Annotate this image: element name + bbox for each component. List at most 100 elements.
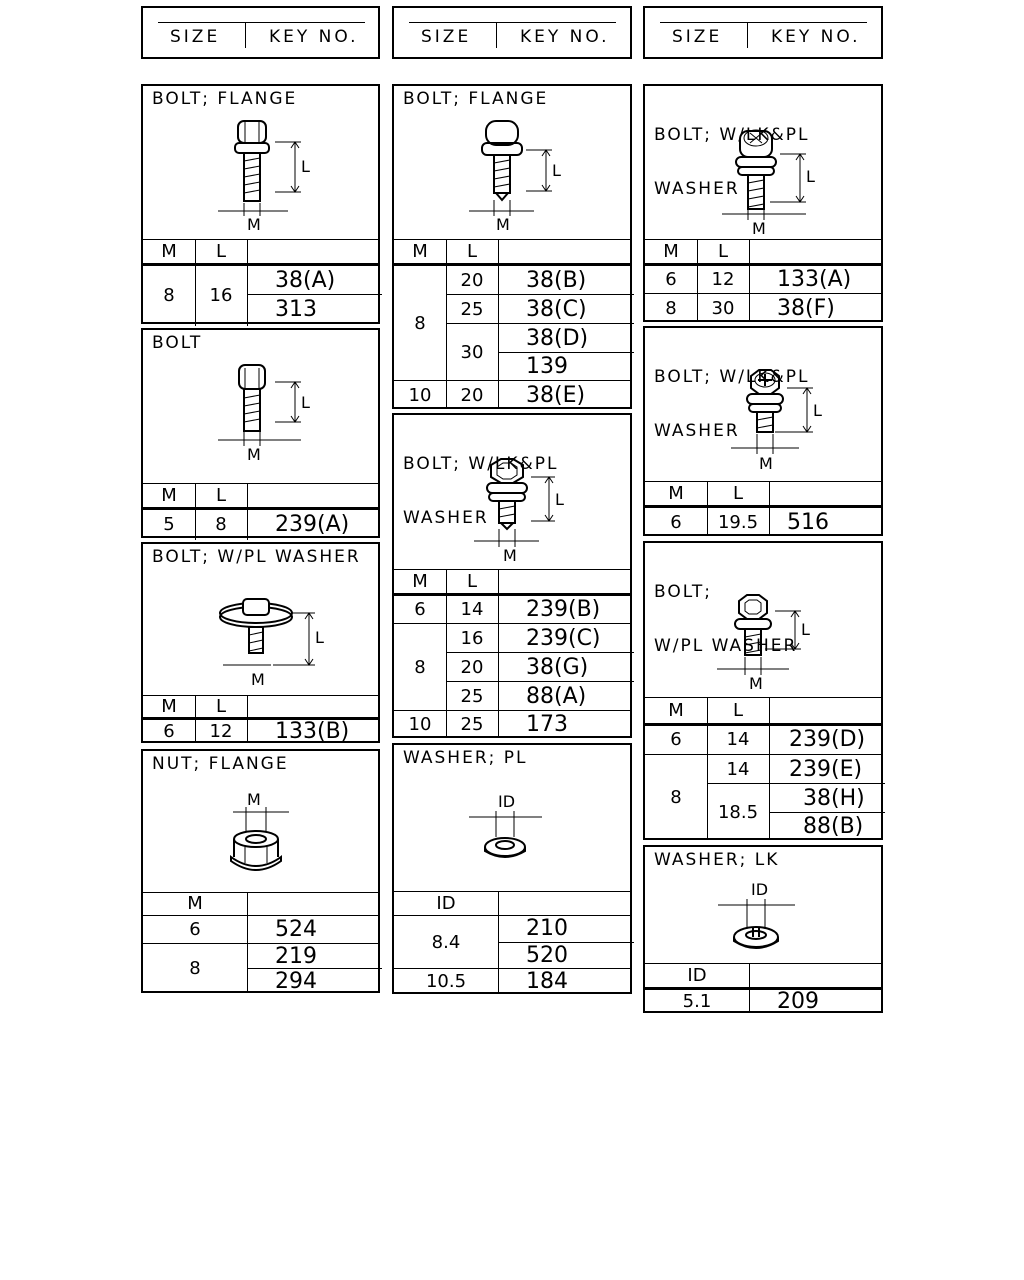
- col-header-id: ID: [436, 892, 456, 914]
- flange-nut-drawing: M: [230, 790, 289, 871]
- table-divider: [749, 239, 750, 322]
- table-rule: [645, 239, 881, 240]
- table-rule: [247, 968, 382, 969]
- col-header-m: M: [187, 892, 203, 914]
- part-title: BOLT; W/PL WASHER: [654, 547, 797, 691]
- table-rule: [769, 812, 885, 813]
- title-line: BOLT; W/LK&PL: [654, 367, 810, 387]
- table-rule: [394, 968, 630, 969]
- diameter-label: M: [759, 454, 773, 473]
- header-divider: [496, 22, 497, 48]
- l-value: 19.5: [717, 511, 759, 533]
- table-rule: [394, 239, 630, 240]
- table-rule: [645, 481, 881, 482]
- table-divider: [707, 697, 708, 840]
- part-bolt-wlkpl-washer-2: BOLT; W/LK&PL WASHER L M M L 6 19.5 516: [643, 326, 883, 536]
- col-header-m: M: [668, 699, 684, 721]
- table-divider: [195, 239, 196, 326]
- l-value: 14: [726, 729, 750, 750]
- length-label: L: [552, 161, 561, 180]
- l-value: 30: [711, 297, 735, 319]
- key-no-label: KEY NO.: [269, 27, 359, 47]
- l-value: 20: [460, 269, 484, 291]
- col-header-l: L: [466, 240, 478, 262]
- bolt-drawing: L M: [218, 364, 310, 464]
- key-no: 516: [787, 509, 829, 535]
- col-header-l: L: [215, 240, 227, 262]
- lock-washer-bolt-drawing: L M: [722, 129, 815, 238]
- header-rule: [409, 22, 616, 23]
- col-header-l: L: [466, 570, 478, 592]
- table-rule: [446, 294, 634, 295]
- key-no: 88(A): [526, 683, 587, 709]
- key-no: 38(E): [526, 382, 586, 408]
- m-value: 8: [189, 958, 201, 979]
- table-rule: [394, 593, 630, 596]
- table-rule: [446, 323, 634, 324]
- length-label: L: [301, 157, 310, 176]
- m-value: 6: [665, 269, 677, 290]
- key-no: 38(D): [526, 325, 589, 351]
- length-label: L: [806, 167, 815, 186]
- lock-washer-drawing: ID: [718, 880, 795, 949]
- table-divider: [247, 483, 248, 540]
- table-rule: [143, 239, 378, 240]
- table-rule: [446, 652, 634, 653]
- header-rule: [158, 22, 365, 23]
- flange-bolt-drawing: L M: [218, 120, 310, 234]
- table-rule: [645, 987, 881, 990]
- table-rule: [446, 681, 634, 682]
- l-value: 25: [460, 298, 484, 320]
- l-value: 12: [209, 720, 233, 742]
- diameter-label: M: [247, 790, 261, 809]
- table-divider: [769, 697, 770, 840]
- flange-bolt-drawing: L M: [469, 120, 561, 234]
- key-no: 38(A): [275, 267, 336, 293]
- l-value: 18.5: [717, 801, 759, 823]
- l-value: 20: [460, 384, 484, 406]
- title-line: WASHER: [403, 508, 489, 528]
- title-line: BOLT;: [654, 582, 712, 602]
- key-no: 184: [526, 969, 568, 994]
- part-title: BOLT; W/LK&PL WASHER: [654, 90, 810, 234]
- diameter-label: M: [503, 546, 517, 565]
- length-label: L: [555, 490, 564, 509]
- col-header-m: M: [412, 240, 428, 262]
- col-header-id: ID: [687, 964, 707, 986]
- col-header-l: L: [215, 484, 227, 506]
- part-title: BOLT; FLANGE: [152, 89, 298, 109]
- table-rule: [645, 505, 881, 508]
- key-no: 294: [275, 968, 317, 994]
- size-header-1: SIZE KEY NO.: [141, 6, 380, 59]
- table-rule: [394, 380, 630, 381]
- l-value: 12: [711, 269, 735, 290]
- table-rule: [143, 695, 378, 696]
- table-divider: [498, 239, 499, 409]
- part-bolt-wpl-washer: BOLT; W/PL WASHER L M M L 6 12 133(B): [141, 542, 380, 744]
- l-value: 14: [460, 599, 484, 620]
- header-rule: [660, 22, 867, 23]
- diameter-label: M: [247, 445, 261, 464]
- table-rule: [394, 915, 630, 916]
- key-no: 38(F): [777, 295, 835, 321]
- part-title: BOLT: [152, 333, 203, 353]
- part-title: BOLT; W/LK&PL WASHER: [654, 332, 810, 476]
- table-rule: [143, 263, 378, 266]
- col-header-l: L: [717, 240, 729, 262]
- length-label: L: [301, 393, 310, 412]
- diameter-label: M: [496, 215, 510, 234]
- size-label: SIZE: [672, 27, 723, 47]
- table-rule: [394, 263, 630, 266]
- key-no: 239(A): [275, 511, 350, 537]
- l-value: 25: [460, 685, 484, 707]
- diameter-label: M: [752, 219, 766, 238]
- table-divider: [195, 695, 196, 743]
- part-title: WASHER; PL: [403, 748, 528, 768]
- key-no: 38(B): [526, 267, 587, 293]
- plain-washer-drawing: ID: [469, 792, 542, 858]
- table-rule: [143, 717, 378, 720]
- id-value: 8.4: [431, 931, 461, 953]
- part-bolt-wlkpl-washer-1: BOLT; W/LK&PL WASHER L M M L 6 12 133(A)…: [643, 84, 883, 322]
- key-no: 88(B): [803, 814, 864, 839]
- part-washer-pl: WASHER; PL ID ID 8.4 210 520 10.5 184: [392, 743, 634, 994]
